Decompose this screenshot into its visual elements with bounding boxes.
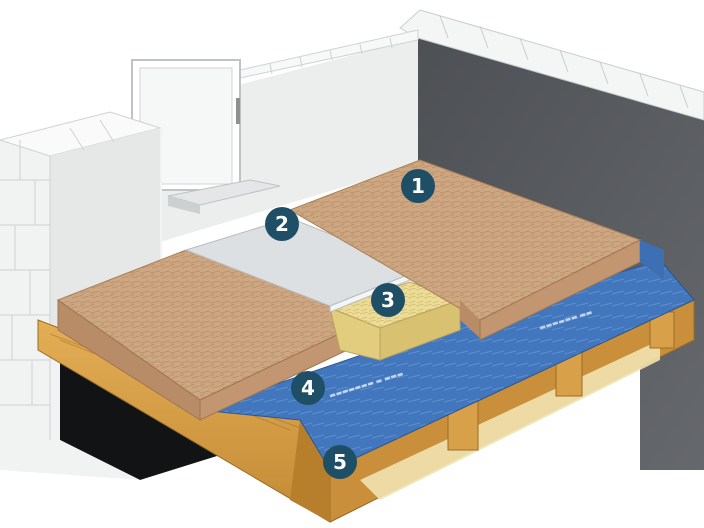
marker-1: 1 <box>401 169 435 203</box>
marker-2-label: 2 <box>275 212 289 236</box>
marker-5: 5 <box>323 445 357 479</box>
marker-4-label: 4 <box>301 376 315 400</box>
vapour-membrane: ▬▬▬▬▬▬▬ ▬ ▬▬▬ ▬▬▬▬▬▬ ▬▬ <box>199 259 695 471</box>
marker-2: 2 <box>265 207 299 241</box>
marker-3: 3 <box>371 283 405 317</box>
marker-5-label: 5 <box>333 450 347 474</box>
marker-3-label: 3 <box>381 288 395 312</box>
insulation-slab-right <box>288 159 664 341</box>
marker-1-label: 1 <box>411 174 425 198</box>
marker-4: 4 <box>291 371 325 405</box>
